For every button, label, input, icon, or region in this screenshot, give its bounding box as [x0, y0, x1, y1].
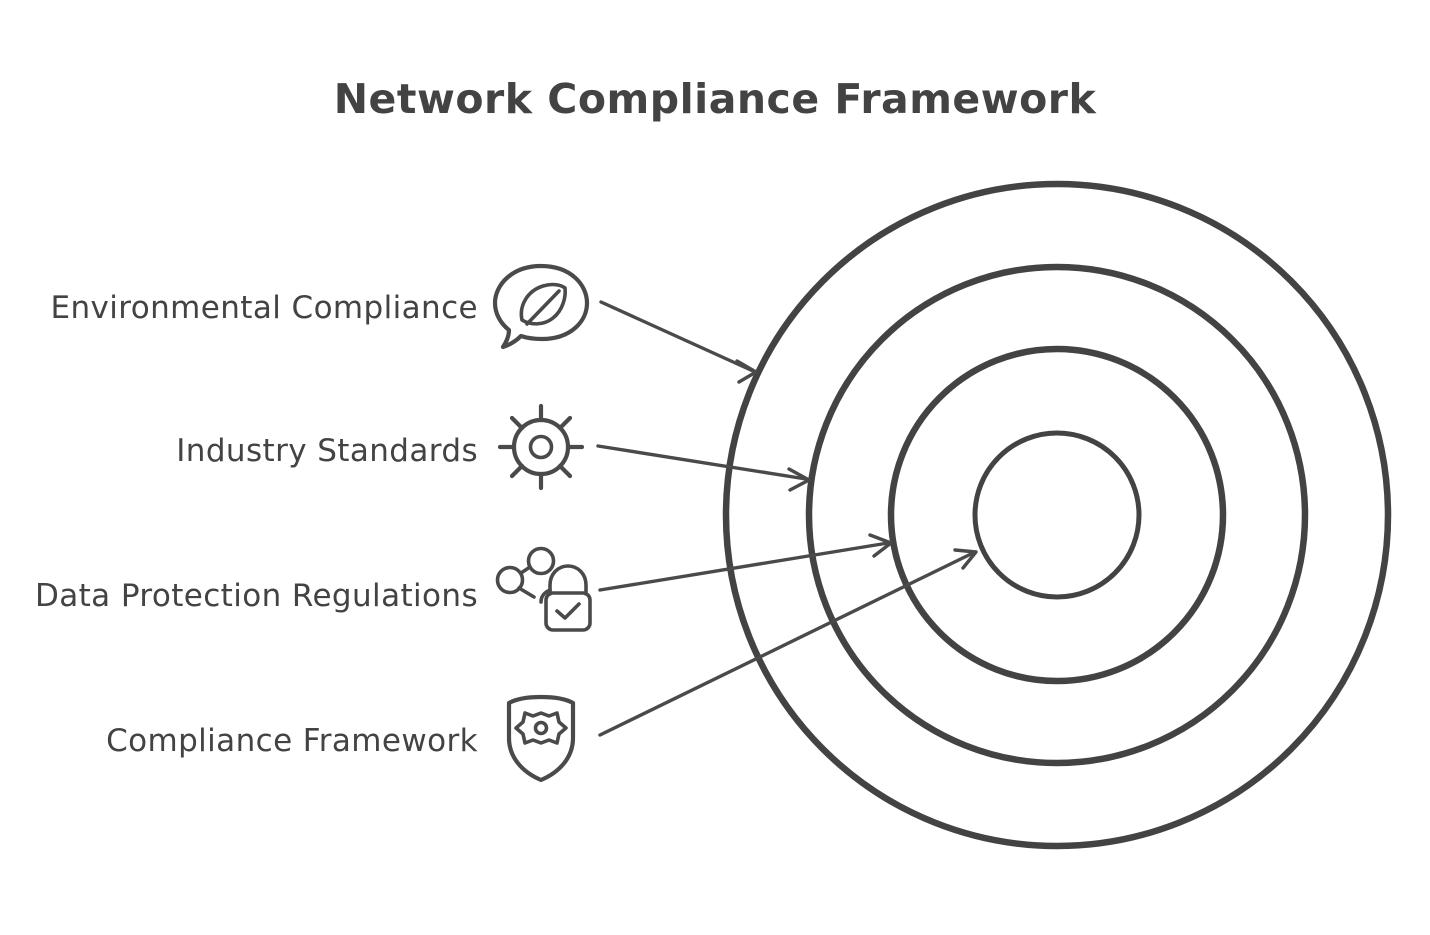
shield-gear-icon: [506, 694, 576, 783]
ring-second[interactable]: [805, 263, 1309, 767]
label-industry-standards: Industry Standards: [176, 433, 478, 469]
arrowhead-compliance: [953, 548, 978, 570]
label-compliance-framework: Compliance Framework: [106, 723, 478, 759]
leaf-speech-bubble-icon: [492, 263, 590, 350]
connector-industry-to-second-ring: [596, 444, 808, 481]
arrowhead-environmental: [735, 359, 758, 384]
label-environmental-compliance: Environmental Compliance: [51, 290, 478, 326]
row-environmental-compliance[interactable]: Environmental Compliance: [51, 263, 758, 384]
sun-radial-icon: [497, 403, 585, 491]
row-data-protection-regulations[interactable]: Data Protection Regulations: [35, 533, 893, 632]
connector-environmental-to-outer-ring: [599, 300, 755, 373]
arrowhead-industry: [787, 467, 811, 492]
diagram-title: Network Compliance Framework: [334, 75, 1098, 123]
concentric-rings-group: [722, 180, 1392, 850]
label-data-protection-regulations: Data Protection Regulations: [35, 578, 478, 614]
connector-compliance-to-core-circle: [598, 551, 975, 737]
ring-third[interactable]: [887, 345, 1227, 685]
connector-data-protection-to-third-ring: [598, 541, 890, 592]
ring-outer[interactable]: [722, 180, 1392, 850]
share-lock-icon: [495, 546, 592, 632]
ring-core[interactable]: [972, 430, 1142, 600]
arrowhead-data-protection: [868, 533, 893, 558]
row-compliance-framework[interactable]: Compliance Framework: [106, 548, 978, 783]
row-industry-standards[interactable]: Industry Standards: [176, 403, 811, 492]
